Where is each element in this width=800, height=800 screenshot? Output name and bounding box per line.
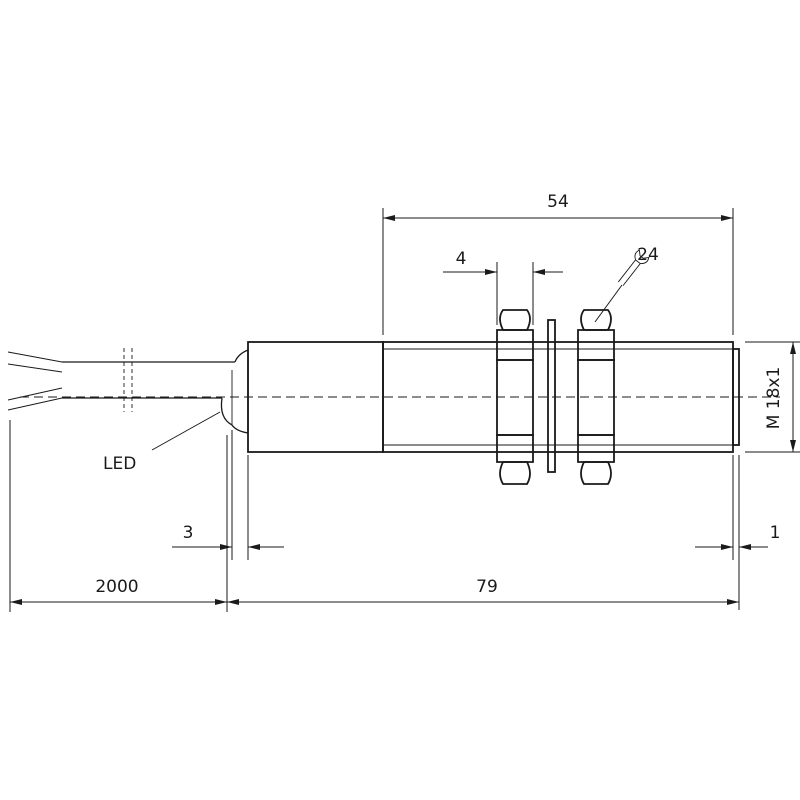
- led-callout: LED: [103, 411, 221, 474]
- dimension-1-label: 1: [770, 523, 781, 543]
- dimension-54: 54: [382, 192, 734, 335]
- dimension-2000: 2000: [9, 420, 228, 612]
- dimension-thread: M 18x1: [745, 341, 800, 453]
- dimension-1: 1: [695, 455, 780, 610]
- washer: [547, 319, 556, 473]
- dimension-3: 3: [172, 430, 284, 560]
- dimension-54-label: 54: [547, 192, 569, 212]
- thread-size-label: M 18x1: [764, 367, 784, 430]
- hex-nut-rear: [496, 309, 534, 485]
- dimension-79-label: 79: [476, 577, 498, 597]
- dimension-2000-label: 2000: [95, 577, 138, 597]
- cable: [62, 348, 235, 412]
- hex-nut-front: [577, 309, 615, 485]
- dimension-4-label: 4: [456, 249, 467, 269]
- threaded-barrel: [382, 341, 740, 453]
- wrench-icon: [617, 249, 650, 286]
- led-label: LED: [103, 454, 136, 474]
- dimension-4: 4: [443, 249, 563, 325]
- wrench-size-label: 24: [637, 245, 659, 265]
- dimension-3-label: 3: [183, 523, 194, 543]
- wire-leads: [7, 351, 63, 411]
- wrench-size: 24: [594, 245, 659, 323]
- dimension-79: 79: [227, 577, 739, 605]
